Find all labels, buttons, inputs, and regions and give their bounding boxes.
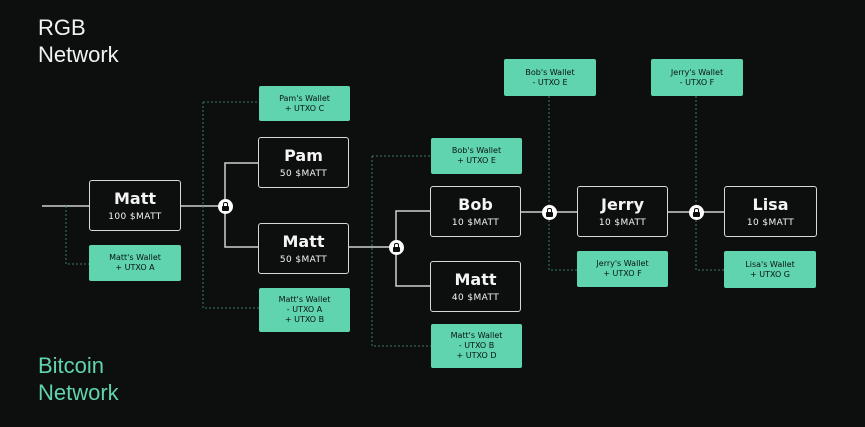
node-matt-40: Matt 40 $MATT bbox=[430, 261, 521, 312]
wallet-title: Jerry's Wallet bbox=[670, 67, 724, 77]
dotted-lisa-wallet bbox=[695, 212, 724, 271]
node-value: 10 $MATT bbox=[598, 218, 647, 228]
node-bob-10: Bob 10 $MATT bbox=[430, 186, 521, 237]
dotted-matt-wallet bbox=[65, 206, 89, 265]
wallet-line: - UTXO A bbox=[286, 305, 323, 314]
rgb-network-title: RGB Network bbox=[38, 15, 119, 67]
wallet-line: + UTXO A bbox=[115, 263, 155, 272]
node-matt-50: Matt 50 $MATT bbox=[258, 223, 349, 274]
node-jerry-10: Jerry 10 $MATT bbox=[577, 186, 668, 237]
wallet-line: + UTXO F bbox=[603, 269, 642, 278]
wallet-jerry-utxo-f-minus: Jerry's Wallet - UTXO F bbox=[651, 59, 743, 96]
lock-icon bbox=[218, 199, 233, 214]
dotted-jerry-wallet-f1 bbox=[548, 212, 577, 271]
node-value: 50 $MATT bbox=[279, 169, 328, 179]
node-name: Bob bbox=[458, 195, 493, 214]
line-lock1-to-matt2 bbox=[224, 206, 258, 248]
wallet-matt-utxo-ab: Matt's Wallet - UTXO A + UTXO B bbox=[259, 288, 350, 332]
wallet-line: + UTXO B bbox=[284, 315, 325, 324]
wallet-line: + UTXO E bbox=[457, 156, 496, 165]
lock-icon bbox=[689, 205, 704, 220]
wallet-bob-utxo-e-minus: Bob's Wallet - UTXO E bbox=[504, 59, 596, 96]
wallet-lisa-utxo-g: Lisa's Wallet + UTXO G bbox=[724, 251, 816, 288]
wallet-line: + UTXO G bbox=[750, 269, 790, 279]
wallet-jerry-utxo-f-plus: Jerry's Wallet + UTXO F bbox=[577, 251, 668, 287]
wallet-title: Pam's Wallet bbox=[279, 93, 330, 103]
wallet-title: Lisa's Wallet bbox=[745, 259, 795, 269]
node-name: Lisa bbox=[752, 195, 789, 214]
node-name: Matt bbox=[454, 270, 497, 289]
bitcoin-network-title: Bitcoin Network bbox=[38, 353, 119, 405]
node-name: Pam bbox=[284, 146, 323, 165]
dotted-lock1-wallets bbox=[202, 101, 259, 309]
wallet-title: Jerry's Wallet bbox=[596, 259, 649, 268]
node-value: 10 $MATT bbox=[451, 218, 500, 228]
wallet-line: + UTXO D bbox=[456, 351, 497, 360]
node-name: Matt bbox=[113, 189, 156, 208]
wallet-line: + UTXO C bbox=[284, 103, 325, 113]
node-name: Matt bbox=[282, 232, 325, 251]
dotted-lock2-wallets bbox=[371, 155, 431, 347]
wallet-title: Bob's Wallet bbox=[525, 67, 575, 77]
node-pam-50: Pam 50 $MATT bbox=[258, 137, 349, 188]
node-value: 50 $MATT bbox=[279, 255, 328, 265]
wallet-matt-utxo-bd: Matt's Wallet - UTXO B + UTXO D bbox=[431, 324, 522, 368]
node-matt-100: Matt 100 $MATT bbox=[89, 180, 181, 231]
wallet-pam-utxo-c: Pam's Wallet + UTXO C bbox=[259, 86, 350, 121]
line-lock2-to-matt3 bbox=[395, 247, 430, 287]
line-lock2-to-bob bbox=[395, 210, 430, 247]
wallet-title: Matt's Wallet bbox=[450, 331, 503, 340]
wallet-line: - UTXO E bbox=[532, 77, 568, 87]
wallet-matt-utxo-a: Matt's Wallet + UTXO A bbox=[89, 245, 181, 281]
node-value: 40 $MATT bbox=[451, 293, 500, 303]
node-lisa-10: Lisa 10 $MATT bbox=[724, 186, 817, 237]
wallet-title: Matt's Wallet bbox=[278, 295, 331, 304]
node-name: Jerry bbox=[600, 195, 644, 214]
lock-icon bbox=[389, 240, 404, 255]
dotted-bitcoin-lines bbox=[65, 96, 724, 347]
wallet-line: - UTXO F bbox=[679, 77, 715, 87]
wallet-bob-utxo-e-plus: Bob's Wallet + UTXO E bbox=[431, 138, 522, 174]
line-lock1-to-pam bbox=[224, 162, 258, 206]
lock-icon bbox=[542, 205, 557, 220]
wallet-title: Bob's Wallet bbox=[451, 146, 502, 155]
wallet-title: Matt's Wallet bbox=[109, 253, 161, 262]
node-value: 10 $MATT bbox=[746, 218, 795, 228]
wallet-line: - UTXO B bbox=[458, 341, 495, 350]
node-value: 100 $MATT bbox=[108, 212, 162, 222]
